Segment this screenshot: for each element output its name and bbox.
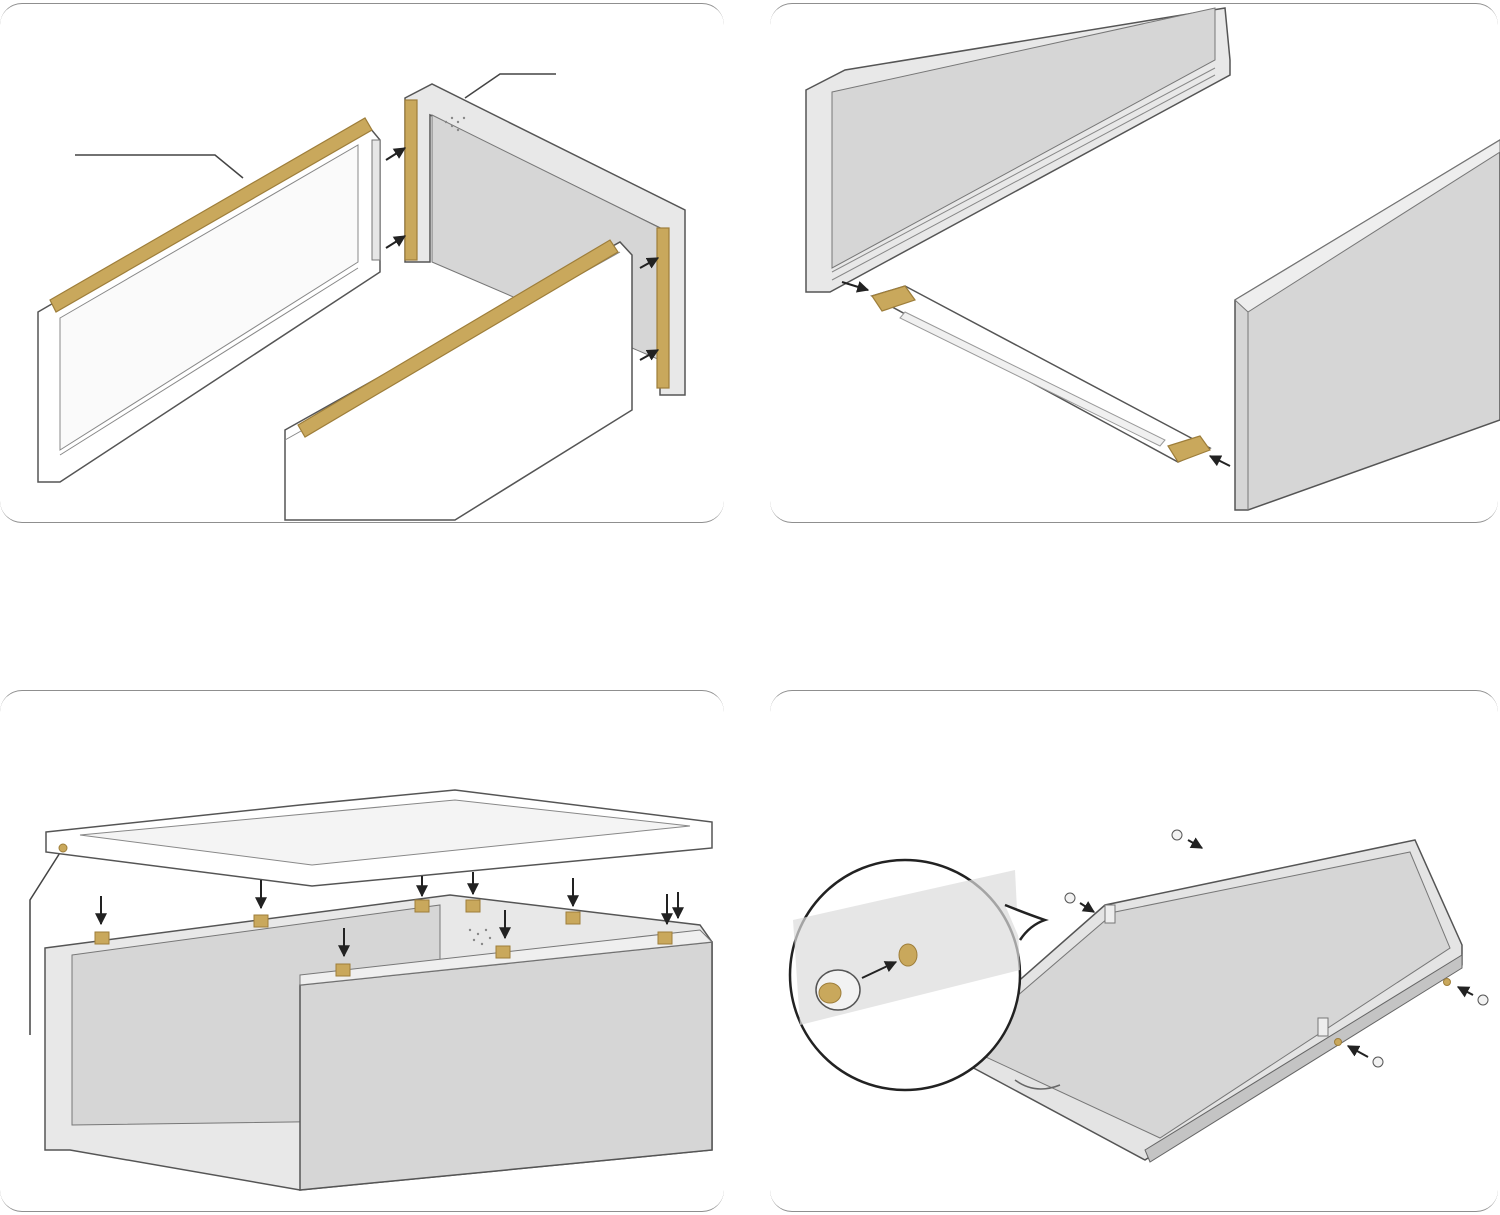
panel-step-3: [29, 789, 714, 1191]
tan-clip: [465, 899, 481, 913]
pin-cap-icon: [1477, 994, 1489, 1006]
leader-line-left: [75, 154, 244, 179]
arrow-icon: [1079, 901, 1096, 913]
leader-line-right: [464, 73, 556, 99]
panel-step-1: [37, 73, 686, 521]
tan-clip: [414, 899, 430, 913]
vent-holes: [444, 116, 466, 132]
front-panel: [299, 941, 713, 1191]
tan-clip: [495, 945, 511, 959]
arrow-icon: [639, 257, 660, 269]
top-frame: [45, 789, 713, 887]
tan-clip: [565, 911, 581, 925]
arrow-icon: [639, 349, 660, 361]
arrow-icon: [385, 235, 407, 249]
leader-line-top-frame: [29, 847, 64, 1035]
tan-clip: [94, 931, 110, 945]
panel-step-4: [788, 829, 1489, 1163]
tan-vertical-strip-right: [656, 227, 670, 389]
arrow-icon: [1208, 455, 1231, 467]
tan-top-rail-front: [297, 239, 619, 438]
tan-top-rail-left: [49, 117, 373, 313]
tan-clip: [657, 931, 673, 945]
tan-pin: [1334, 1038, 1342, 1046]
drawer-tray: [938, 839, 1463, 1163]
pin-cap-icon: [1171, 829, 1183, 841]
arrow-icon: [861, 961, 898, 979]
arrow-icon: [1346, 1045, 1369, 1058]
tan-pin: [1443, 978, 1451, 986]
right-side-panel: [1234, 139, 1500, 511]
pin-cap-icon: [58, 843, 68, 853]
tan-vertical-strip-left: [404, 99, 418, 261]
tan-connector-bottom: [1167, 435, 1211, 463]
tan-clip: [253, 914, 269, 928]
left-side-panel: [805, 7, 1231, 293]
panel-step-2: [805, 7, 1500, 511]
bottom-rail: [870, 285, 1212, 463]
arrow-icon: [385, 147, 407, 161]
tan-connector-top: [871, 285, 916, 312]
arrow-icon: [841, 281, 870, 293]
tan-pin: [898, 943, 918, 967]
arrow-icon: [1456, 986, 1474, 998]
front-side-panel: [284, 239, 633, 521]
vent-holes: [468, 928, 492, 946]
pin-cap-icon: [1372, 1056, 1384, 1068]
drawer-body: [44, 894, 714, 1191]
pin-cap-icon: [1064, 892, 1076, 904]
arrow-icon: [1187, 837, 1204, 849]
left-side-frame: [37, 117, 381, 483]
magnifier-callout-icon: [788, 858, 1049, 1092]
tan-clip: [335, 963, 351, 977]
